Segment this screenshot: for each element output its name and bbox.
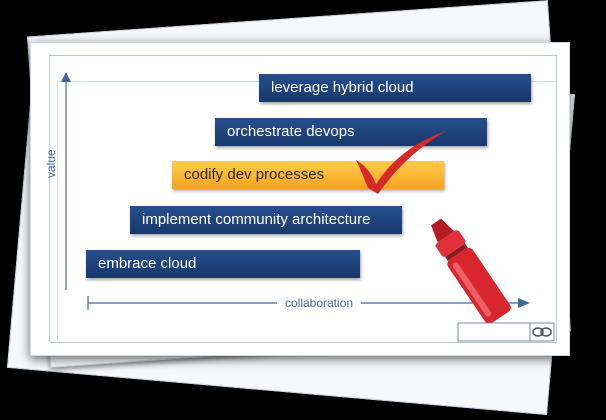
x-axis-label: collaboration xyxy=(277,296,362,310)
step-bar-embrace-cloud: embrace cloud xyxy=(86,250,360,278)
title-block xyxy=(457,322,555,342)
checkmark-icon xyxy=(356,131,446,194)
y-axis-arrow xyxy=(61,72,71,82)
cloud-link-icon xyxy=(532,327,552,337)
x-axis-arrow xyxy=(518,298,530,308)
card-frame xyxy=(49,55,557,343)
step-bar-leverage-hybrid-cloud: leverage hybrid cloud xyxy=(259,74,531,102)
step-bar-orchestrate-devops: orchestrate devops xyxy=(215,118,487,146)
grid-line xyxy=(57,81,58,341)
highlighter-marker-icon xyxy=(431,218,511,324)
step-bar-implement-community-architecture: implement community architecture xyxy=(130,206,402,234)
